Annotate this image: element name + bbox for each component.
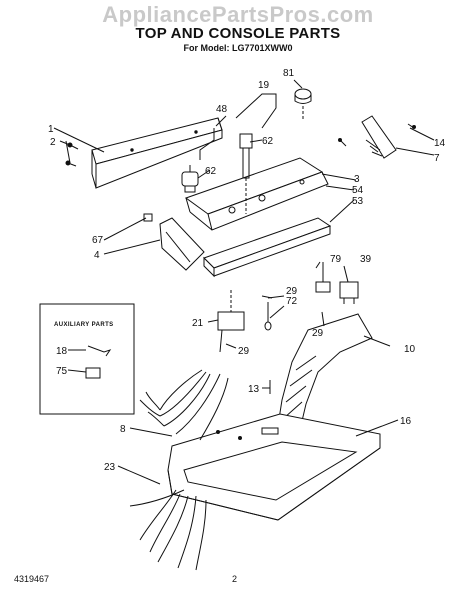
- callout-29-lower: 29: [238, 346, 250, 357]
- callout-29-upper: 29: [286, 286, 298, 297]
- auxiliary-parts-heading: AUXILIARY PARTS: [54, 322, 114, 328]
- push-switch-part: [339, 281, 359, 304]
- buzzer-part: [261, 295, 273, 331]
- timer-part: [239, 133, 253, 214]
- callout-8: 8: [120, 424, 126, 435]
- auxiliary-parts-box: [39, 303, 135, 415]
- callout-7: 7: [434, 153, 440, 164]
- model-subtitle: For Model: LG7701XWW0: [183, 43, 293, 53]
- callout-79: 79: [330, 254, 342, 265]
- callout-62-lower: 62: [205, 166, 217, 177]
- wire-harness-part: [129, 369, 229, 571]
- console-graphics-part: [203, 217, 332, 278]
- callout-23: 23: [104, 462, 116, 473]
- main-top-part: [167, 413, 381, 521]
- callout-48: 48: [216, 104, 228, 115]
- switch-part: [181, 165, 199, 193]
- page-number: 2: [232, 574, 238, 584]
- callout-13: 13: [248, 384, 260, 395]
- callout-72: 72: [286, 296, 298, 307]
- left-end-cap-part: [143, 213, 205, 271]
- knob-part: [294, 88, 312, 120]
- document-number: 4319467: [14, 574, 50, 584]
- rear-trim-part: [91, 117, 223, 189]
- callout-21: 21: [192, 318, 204, 329]
- leader-lines: [53, 79, 435, 485]
- callout-16: 16: [400, 416, 412, 427]
- callout-3: 3: [354, 174, 360, 185]
- callout-4: 4: [94, 250, 100, 261]
- motor-part: [217, 290, 245, 353]
- page-title: TOP AND CONSOLE PARTS: [135, 25, 341, 42]
- callout-62-upper: 62: [262, 136, 274, 147]
- callout-labels: 1 2 48 19 81 62 62 14 7 3 54 53 67 4 79 …: [48, 68, 446, 473]
- callout-54: 54: [352, 185, 364, 196]
- watermark: AppliancePartsPros.com: [102, 2, 374, 27]
- screw-part: [65, 142, 79, 167]
- console-panel-part: [184, 157, 329, 231]
- callout-1: 1: [48, 124, 54, 135]
- callout-2: 2: [50, 137, 56, 148]
- callout-18: 18: [56, 346, 68, 357]
- right-end-cap-part: [338, 115, 416, 159]
- callout-29-right: 29: [312, 328, 324, 339]
- callout-81: 81: [283, 68, 295, 79]
- callout-19: 19: [258, 80, 270, 91]
- callout-10: 10: [404, 344, 416, 355]
- callout-53: 53: [352, 196, 364, 207]
- infinite-switch-part: [315, 262, 331, 293]
- callout-67: 67: [92, 235, 104, 246]
- callout-75: 75: [56, 366, 68, 377]
- callout-14: 14: [434, 138, 446, 149]
- callout-39: 39: [360, 254, 372, 265]
